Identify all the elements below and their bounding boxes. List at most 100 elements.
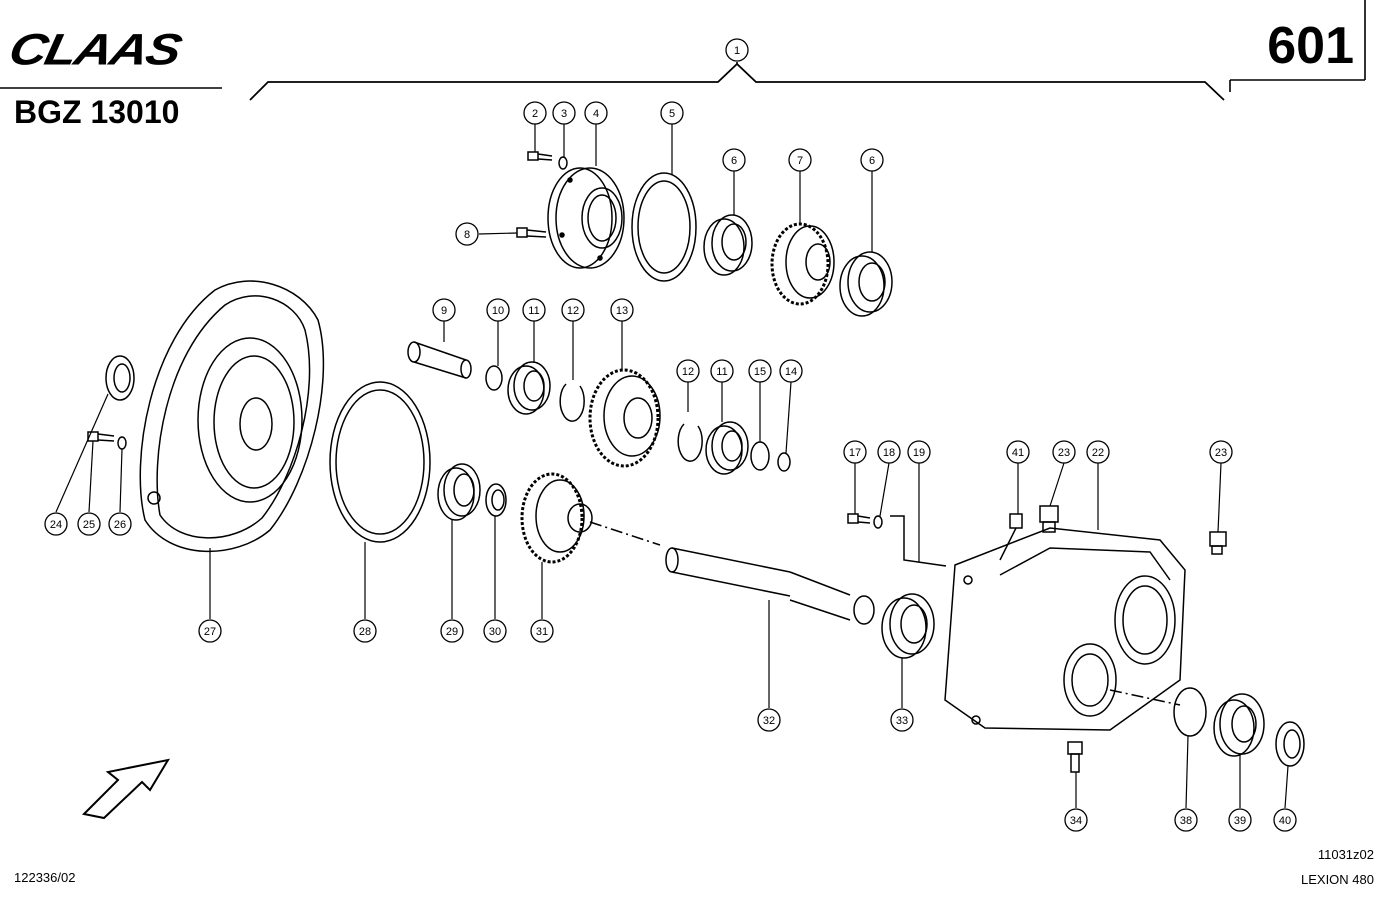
bracket-19	[890, 515, 947, 567]
callout-41[interactable]: 41	[1006, 440, 1030, 464]
output-shaft-32	[589, 521, 875, 625]
washer-18	[873, 515, 883, 529]
svg-text:33: 33	[896, 715, 908, 727]
svg-text:18: 18	[883, 447, 895, 459]
bearing-11b	[705, 421, 749, 475]
callout-9[interactable]: 9	[432, 298, 456, 322]
svg-text:17: 17	[849, 447, 861, 459]
callout-34[interactable]: 34	[1064, 808, 1088, 832]
svg-text:2: 2	[532, 108, 538, 120]
callout-2[interactable]: 2	[523, 101, 547, 125]
svg-text:31: 31	[536, 626, 548, 638]
svg-text:39: 39	[1234, 815, 1246, 827]
bearing-33	[881, 593, 935, 659]
callout-33[interactable]: 33	[890, 708, 914, 732]
spur-gear-7	[770, 222, 835, 306]
bolt-25	[87, 431, 115, 442]
svg-text:29: 29	[446, 626, 458, 638]
page-number: 601	[1267, 17, 1354, 75]
machine-model: LEXION 480	[1301, 872, 1374, 887]
callout-8[interactable]: 8	[455, 222, 479, 246]
callout-39[interactable]: 39	[1228, 808, 1252, 832]
washer-26	[117, 436, 127, 450]
seal-40	[1275, 721, 1305, 767]
callout-40[interactable]: 40	[1273, 808, 1297, 832]
svg-text:22: 22	[1092, 447, 1104, 459]
callout-28[interactable]: 28	[353, 619, 377, 643]
circlip-12a	[559, 383, 585, 422]
helical-gear-31	[520, 472, 593, 564]
plug-23a	[1039, 505, 1059, 533]
callout-18[interactable]: 18	[877, 440, 901, 464]
callout-30[interactable]: 30	[483, 619, 507, 643]
callout-31[interactable]: 31	[530, 619, 554, 643]
shaft-9	[407, 341, 472, 379]
svg-text:4: 4	[593, 108, 599, 120]
svg-text:11: 11	[716, 366, 727, 378]
callout-3[interactable]: 3	[552, 101, 576, 125]
callout-29[interactable]: 29	[440, 619, 464, 643]
callout-1[interactable]: 1	[725, 38, 749, 62]
callout-15[interactable]: 15	[748, 359, 772, 383]
callout-27[interactable]: 27	[198, 619, 222, 643]
svg-text:8: 8	[464, 229, 470, 241]
washer-3	[558, 156, 568, 170]
bolt-8	[516, 227, 547, 238]
svg-text:12: 12	[682, 366, 694, 378]
travel-direction-arrow-icon	[81, 758, 171, 820]
svg-text:25: 25	[83, 519, 95, 531]
callout-26[interactable]: 26	[108, 512, 132, 536]
callout-5[interactable]: 5	[660, 101, 684, 125]
bearing-11a	[507, 361, 551, 415]
o-ring-38	[1173, 687, 1207, 737]
callout-12a[interactable]: 12	[561, 298, 585, 322]
svg-text:32: 32	[763, 715, 775, 727]
svg-text:28: 28	[359, 626, 371, 638]
callout-11a[interactable]: 11	[522, 298, 546, 322]
svg-text:26: 26	[114, 519, 126, 531]
svg-text:9: 9	[441, 305, 447, 317]
svg-text:5: 5	[669, 108, 675, 120]
callout-23b[interactable]: 23	[1209, 440, 1233, 464]
o-ring-10	[485, 365, 503, 391]
circlip-12b	[677, 423, 703, 462]
callout-22[interactable]: 22	[1086, 440, 1110, 464]
svg-text:6: 6	[731, 155, 737, 167]
callout-6b[interactable]: 6	[860, 148, 884, 172]
bolt-17	[847, 513, 871, 524]
callout-10[interactable]: 10	[486, 298, 510, 322]
svg-text:14: 14	[785, 366, 797, 378]
callout-23a[interactable]: 23	[1052, 440, 1076, 464]
callout-32[interactable]: 32	[757, 708, 781, 732]
gearbox-cover-27	[139, 280, 325, 553]
svg-text:13: 13	[616, 305, 628, 317]
callout-17[interactable]: 17	[843, 440, 867, 464]
bearing-6a	[703, 214, 753, 276]
callout-24[interactable]: 24	[44, 512, 68, 536]
spacer-15	[750, 441, 770, 471]
callout-19[interactable]: 19	[907, 440, 931, 464]
callout-11b[interactable]: 11	[710, 359, 734, 383]
svg-text:15: 15	[754, 366, 766, 378]
helical-gear-13	[588, 368, 661, 468]
callout-12b[interactable]: 12	[676, 359, 700, 383]
svg-text:41: 41	[1012, 447, 1024, 459]
bearing-6b	[839, 251, 893, 317]
svg-text:34: 34	[1070, 815, 1082, 827]
gearbox-housing-22	[944, 527, 1186, 731]
callout-25[interactable]: 25	[77, 512, 101, 536]
svg-text:11: 11	[528, 305, 539, 317]
bearing-29	[437, 463, 481, 521]
callout-13[interactable]: 13	[610, 298, 634, 322]
callout-38[interactable]: 38	[1174, 808, 1198, 832]
callout-7[interactable]: 7	[788, 148, 812, 172]
svg-text:27: 27	[204, 626, 216, 638]
spacer-ring-30	[485, 483, 507, 517]
callout-14[interactable]: 14	[779, 359, 803, 383]
callout-4[interactable]: 4	[584, 101, 608, 125]
svg-text:7: 7	[797, 155, 803, 167]
drain-plug-34	[1067, 741, 1083, 773]
callout-6a[interactable]: 6	[722, 148, 746, 172]
